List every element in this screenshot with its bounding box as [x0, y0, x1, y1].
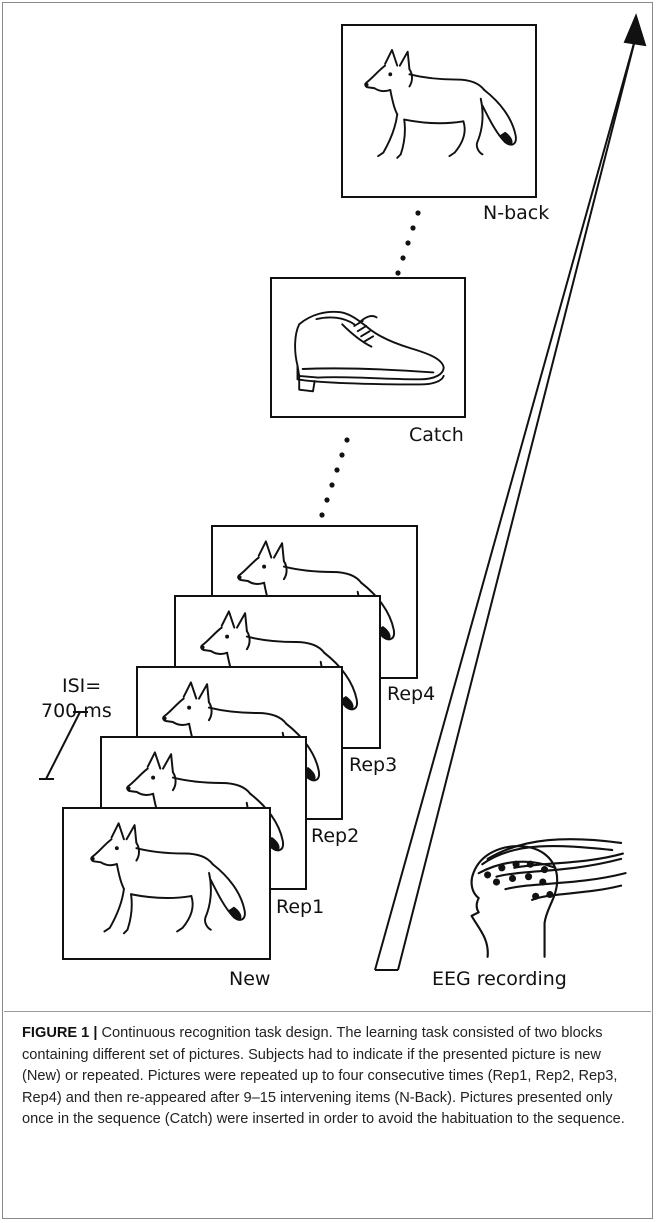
label-new: New: [229, 968, 270, 990]
label-isi-line1: ISI=: [62, 675, 101, 697]
dots-catch-to-nback: [395, 210, 421, 276]
label-eeg-recording: EEG recording: [432, 968, 567, 990]
time-arrow: [374, 13, 647, 971]
label-rep4: Rep4: [387, 683, 435, 705]
label-catch: Catch: [409, 424, 464, 446]
card-nback: [341, 24, 537, 198]
task-design-diagram: N-back Catch Rep4 Rep3 Rep2 Rep1 New ISI…: [39, 13, 647, 990]
label-rep3: Rep3: [349, 754, 397, 776]
label-isi-line2: 700 ms: [41, 700, 112, 722]
label-rep2: Rep2: [311, 825, 359, 847]
isi-bracket: [39, 711, 88, 780]
label-rep1: Rep1: [276, 896, 324, 918]
figure-caption: FIGURE 1 | Continuous recognition task d…: [22, 1023, 634, 1131]
caption-divider: [4, 1011, 651, 1012]
caption-title: FIGURE 1 |: [22, 1025, 98, 1041]
caption-text: Continuous recognition task design. The …: [22, 1025, 625, 1127]
label-nback: N-back: [483, 202, 549, 224]
eeg-head-icon: [470, 838, 627, 958]
card-new: [62, 807, 271, 960]
dots-rep4-to-catch: [319, 437, 350, 518]
card-catch: [270, 277, 466, 418]
